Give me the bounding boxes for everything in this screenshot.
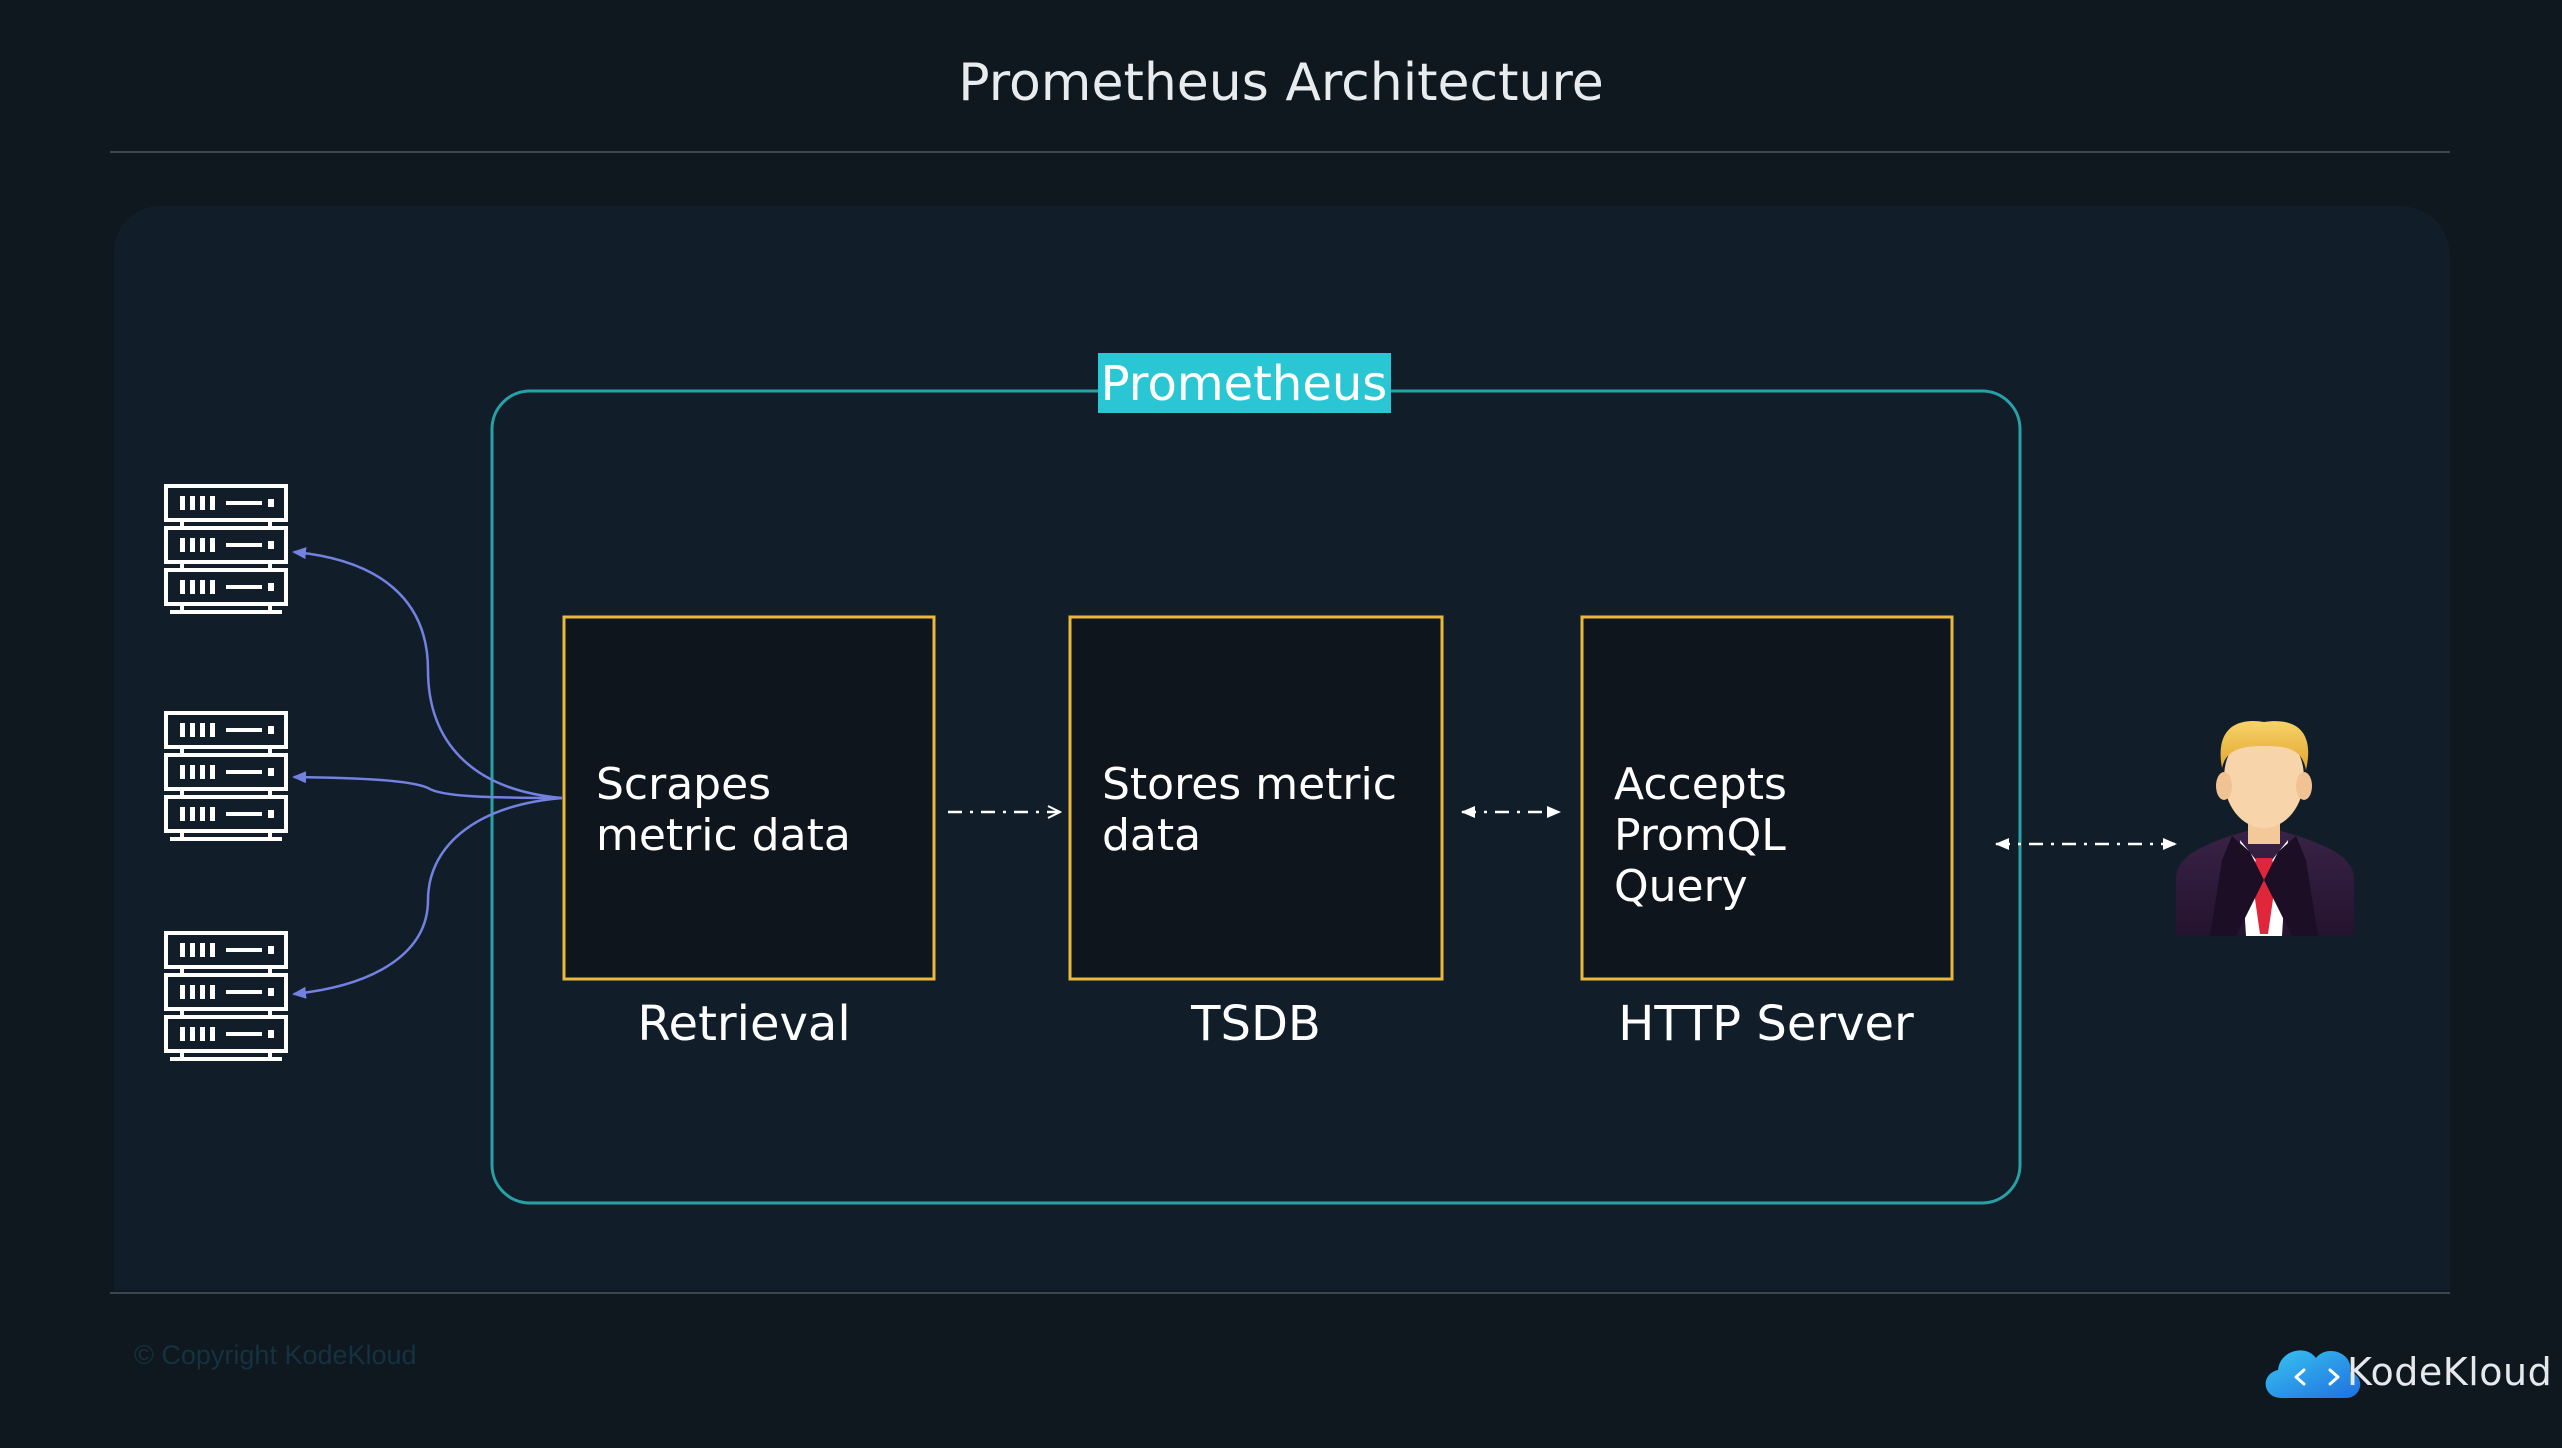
http-server-component: Accepts PromQL Query HTTP Server [1580,615,1954,1052]
server-icon [164,484,288,614]
tsdb-desc-line-2: data [1102,810,1201,861]
tsdb-desc-line-1: Stores metric [1102,759,1397,810]
tsdb-component: Stores metric data TSDB [1068,615,1444,1052]
prometheus-label-bg [1098,353,1391,413]
scrape-arrow-top [292,547,563,800]
kodekloud-logo-icon [2265,1350,2361,1398]
scrape-arrow-bottom [292,796,563,999]
server-icon [164,711,288,841]
retrieval-component: Scrapes metric data Retrieval [562,615,936,1052]
http-server-box [1580,615,1954,981]
retrieval-box [562,615,936,981]
tsdb-caption: TSDB [1190,996,1321,1052]
retrieval-caption: Retrieval [637,996,850,1052]
http-server-desc-line-2: PromQL [1614,810,1786,861]
http-server-desc-line-1: Accepts [1614,759,1787,810]
copyright-text: © Copyright KodeKloud [134,1340,417,1370]
http-server-desc-line-3: Query [1614,861,1748,912]
http-server-caption: HTTP Server [1618,996,1914,1052]
server-icon [164,931,288,1061]
retrieval-desc-line-1: Scrapes [596,759,771,810]
prometheus-label: Prometheus [1101,356,1388,412]
slide-title: Prometheus Architecture [958,53,1603,113]
tsdb-box [1068,615,1444,981]
scrape-arrow-middle [292,771,563,800]
retrieval-desc-line-2: metric data [596,810,851,861]
brand-name: KodeKloud [2347,1350,2553,1394]
user-icon [2176,720,2354,936]
